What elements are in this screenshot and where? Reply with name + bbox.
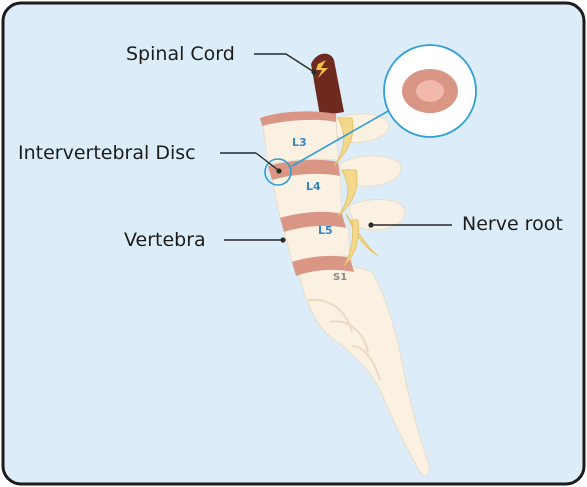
vertebra-label-l5: L5	[318, 224, 333, 237]
label-spinal-cord: Spinal Cord	[126, 43, 235, 65]
vertebra-l5	[284, 224, 350, 262]
leader-dot	[368, 222, 373, 227]
label-nerve-root: Nerve root	[462, 213, 563, 235]
vertebra-label-l4: L4	[306, 180, 321, 193]
disc-cross-section-nucleus	[416, 80, 444, 102]
label-intervertebral-disc: Intervertebral Disc	[18, 142, 196, 164]
vertebra-label-l3: L3	[292, 136, 307, 149]
vertebra-l4	[272, 172, 342, 218]
label-vertebra: Vertebra	[124, 229, 206, 251]
leader-dot	[311, 69, 316, 74]
leader-dot	[280, 237, 285, 242]
leader-dot	[276, 168, 281, 173]
vertebra-label-s1: S1	[333, 272, 347, 283]
